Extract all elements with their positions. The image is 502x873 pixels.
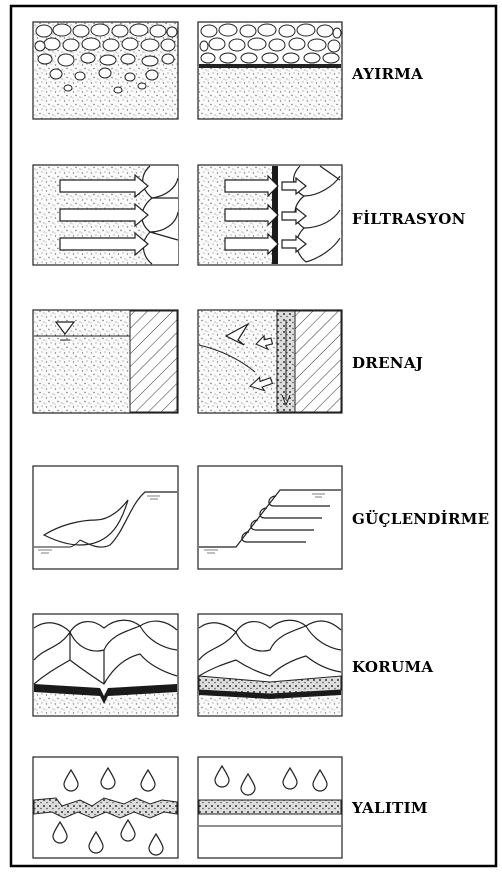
label-reinforcement: GÜÇLENDİRME (352, 509, 489, 528)
label-separation: AYIRMA (351, 65, 423, 83)
label-drainage: DRENAJ (352, 354, 423, 372)
row-insulation: YALITIM (33, 757, 428, 858)
label-protection: KORUMA (352, 658, 433, 676)
outer-border (11, 6, 496, 866)
flow-arrows-left (60, 175, 148, 255)
flow-arrows-right (225, 176, 306, 254)
geotextile-layer (199, 64, 341, 68)
label-insulation: YALITIM (351, 799, 428, 817)
row-filtration: FİLTRASYON (33, 165, 466, 265)
row-protection: KORUMA (33, 614, 433, 716)
row-reinforcement: GÜÇLENDİRME (33, 466, 489, 569)
insulation-geotextile (199, 800, 341, 814)
label-filtration: FİLTRASYON (352, 209, 466, 228)
row-separation: AYIRMA (33, 22, 423, 119)
row-drainage: DRENAJ (33, 310, 423, 413)
